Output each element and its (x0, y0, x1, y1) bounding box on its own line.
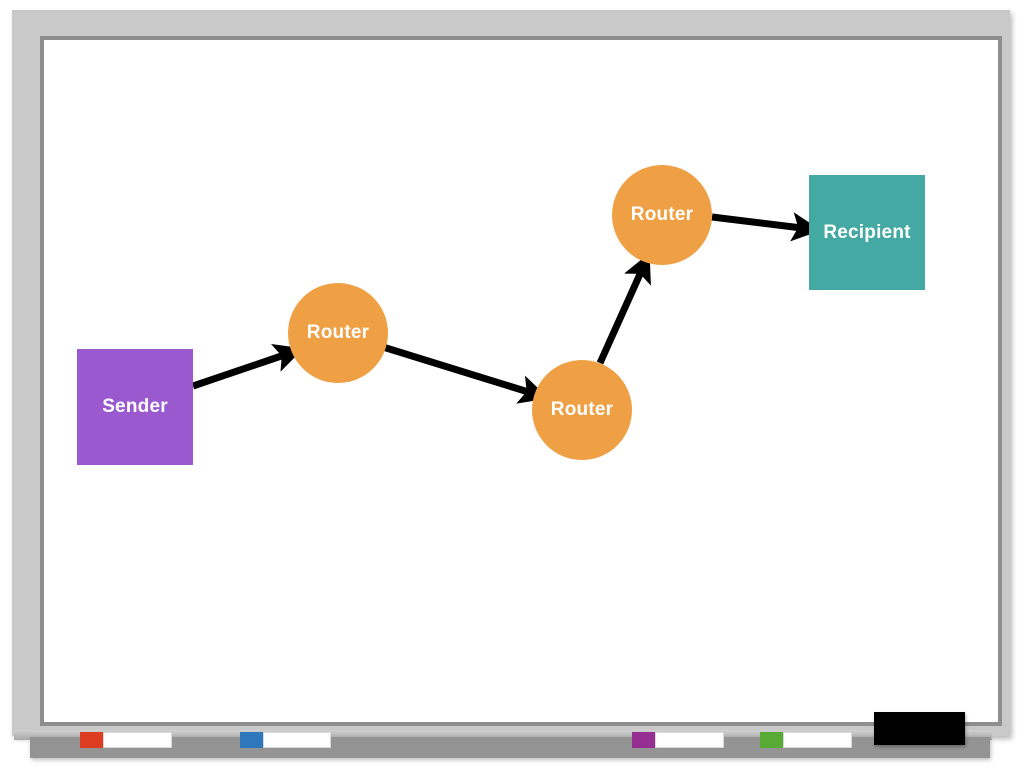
edge-router-1-to-router-2 (381, 343, 549, 404)
edge-router-3-to-recipient (711, 212, 822, 242)
node-label-router-2: Router (550, 399, 614, 420)
marker-green-cap (760, 732, 783, 748)
marker-purple-cap (632, 732, 655, 748)
marker-red-cap (80, 732, 103, 748)
marker-red-body (103, 732, 172, 748)
node-label-recipient: Recipient (823, 221, 911, 243)
marker-blue[interactable] (240, 732, 331, 748)
marker-red[interactable] (80, 732, 172, 748)
edge-router-2-to-router-3 (596, 252, 651, 365)
marker-purple-body (655, 732, 724, 748)
node-router-1[interactable]: Router (288, 283, 388, 383)
node-label-sender: Sender (102, 396, 168, 417)
marker-green[interactable] (760, 732, 852, 748)
node-recipient[interactable]: Recipient (809, 175, 925, 290)
node-label-router-1: Router (306, 322, 370, 343)
node-router-3[interactable]: Router (612, 165, 712, 265)
marker-blue-cap (240, 732, 263, 748)
node-router-2[interactable]: Router (532, 360, 632, 460)
marker-green-body (783, 732, 852, 748)
eraser[interactable] (874, 712, 965, 745)
node-label-router-3: Router (630, 204, 694, 225)
edge-sender-to-router-1 (191, 343, 304, 390)
marker-purple[interactable] (632, 732, 724, 748)
tray-lip (14, 730, 992, 740)
node-sender[interactable]: Sender (77, 349, 193, 465)
marker-blue-body (263, 732, 331, 748)
